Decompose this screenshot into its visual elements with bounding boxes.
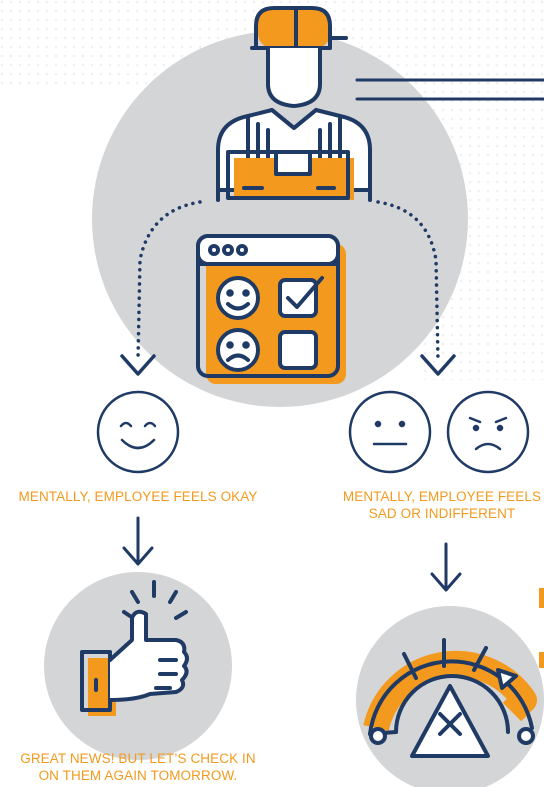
dotted-arrow-right [376, 200, 440, 362]
caption-great-news-line2: ON THEM AGAIN TOMORROW. [38, 768, 238, 783]
arrowhead-left [120, 354, 156, 376]
caption-feels-sad-line1: MENTALLY, EMPLOYEE FEELS [342, 489, 542, 504]
dotted-arrow-left [136, 200, 202, 362]
main-gray-circle [92, 31, 468, 407]
mood-checklist-icon [196, 234, 346, 384]
thumbs-up-icon [80, 580, 189, 716]
down-arrow-left [122, 516, 154, 566]
warning-gauge-icon [363, 638, 537, 758]
caption-feels-sad: MENTALLY, EMPLOYEE FEELS SAD OR INDIFFER… [322, 488, 544, 522]
caption-great-news: GREAT NEWS! BUT LET’S CHECK IN ON THEM A… [0, 750, 276, 784]
caption-great-news-line1: GREAT NEWS! BUT LET’S CHECK IN [20, 751, 256, 766]
speed-lines [355, 78, 544, 101]
happy-face-icon [96, 390, 180, 474]
caption-feels-sad-line2: SAD OR INDIFFERENT [368, 506, 516, 521]
caption-feels-okay-text: MENTALLY, EMPLOYEE FEELS OKAY [18, 489, 258, 504]
delivery-worker-icon [216, 6, 372, 202]
down-arrow-right [430, 542, 462, 592]
neutral-face-icon [348, 390, 432, 474]
edge-accent-1 [539, 588, 544, 608]
caption-feels-okay: MENTALLY, EMPLOYEE FEELS OKAY [0, 488, 276, 505]
sad-face-icon [446, 390, 530, 474]
edge-accent-2 [539, 652, 544, 668]
arrowhead-right [420, 354, 456, 376]
